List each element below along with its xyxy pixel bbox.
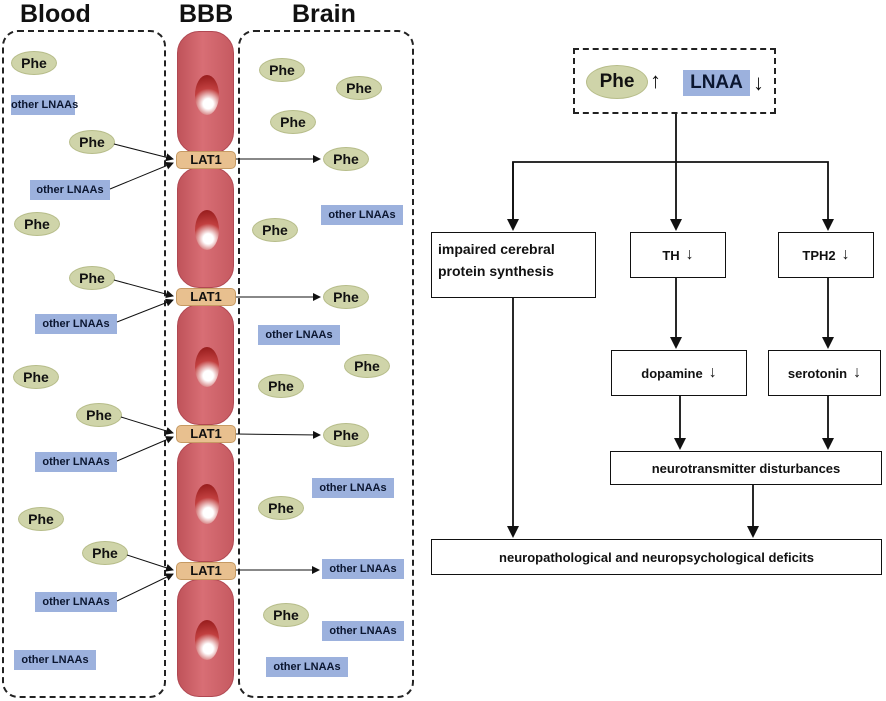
phe-molecule: Phe xyxy=(344,354,390,378)
tph2-label: TPH2 xyxy=(802,247,836,263)
phe-molecule: Phe xyxy=(69,266,115,290)
arrow-up-icon: ↑ xyxy=(650,68,661,93)
lat1-transporter: LAT1 xyxy=(176,425,236,443)
cell-nucleus xyxy=(195,484,219,524)
phe-molecule: Phe xyxy=(259,58,305,82)
phe-molecule: Phe xyxy=(76,403,122,427)
tph2-box: TPH2 ↓ xyxy=(778,232,874,278)
phe-molecule: Phe xyxy=(13,365,59,389)
serotonin-label: serotonin xyxy=(787,365,848,381)
brain-header: Brain xyxy=(292,0,356,28)
lnaa-molecule: other LNAAs xyxy=(35,592,117,612)
phe-molecule: Phe xyxy=(69,130,115,154)
lat1-transporter: LAT1 xyxy=(176,562,236,580)
endothelial-cell xyxy=(177,304,234,425)
cell-nucleus xyxy=(195,75,219,115)
deficits-box: neuropathological and neuropsychological… xyxy=(431,539,882,575)
impaired-line-1: impaired cerebral xyxy=(438,241,555,257)
phe-molecule: Phe xyxy=(82,541,128,565)
phe-molecule: Phe xyxy=(336,76,382,100)
phe-molecule: Phe xyxy=(258,496,304,520)
cell-nucleus xyxy=(195,210,219,250)
arrow-down-icon: ↓ xyxy=(708,364,717,381)
phe-molecule: Phe xyxy=(263,603,309,627)
th-label: TH xyxy=(662,247,680,263)
arrow-down-icon: ↓ xyxy=(853,364,862,381)
serotonin-box: serotonin ↓ xyxy=(768,350,881,396)
neurotransmitter-disturbances-box: neurotransmitter disturbances xyxy=(610,451,882,485)
phe-lnaa-summary-box xyxy=(573,48,776,114)
phe-molecule: Phe xyxy=(270,110,316,134)
arrow-down-icon: ↓ xyxy=(685,246,694,263)
lnaa-molecule: other LNAAs xyxy=(321,205,403,225)
phe-molecule: Phe xyxy=(323,285,369,309)
cell-nucleus xyxy=(195,347,219,387)
endothelial-cell xyxy=(177,441,234,562)
lnaa-molecule: other LNAAs xyxy=(266,657,348,677)
lnaa-molecule: other LNAAs xyxy=(322,621,404,641)
phe-molecule: Phe xyxy=(18,507,64,531)
endothelial-cell xyxy=(177,579,234,697)
phe-molecule: Phe xyxy=(14,212,60,236)
impaired-line-2: protein synthesis xyxy=(438,263,554,279)
th-box: TH ↓ xyxy=(630,232,726,278)
lnaa-molecule: other LNAAs xyxy=(258,325,340,345)
lnaa-molecule: other LNAAs xyxy=(14,650,96,670)
lnaa-molecule: other LNAAs xyxy=(30,180,110,200)
brain-region xyxy=(238,30,414,698)
dopamine-label: dopamine xyxy=(641,365,703,381)
blood-header: Blood xyxy=(20,0,91,28)
phe-molecule: Phe xyxy=(323,423,369,447)
phe-elevated-ellipse: Phe xyxy=(586,65,648,99)
phe-molecule: Phe xyxy=(323,147,369,171)
lnaa-molecule: other LNAAs xyxy=(35,452,117,472)
dopamine-box: dopamine ↓ xyxy=(611,350,747,396)
blood-region xyxy=(2,30,166,698)
lnaa-molecule: other LNAAs xyxy=(35,314,117,334)
lnaa-reduced-label: LNAA xyxy=(683,70,750,96)
bbb-header: BBB xyxy=(179,0,234,28)
arrow-down-icon: ↓ xyxy=(841,246,850,263)
endothelial-cell xyxy=(177,31,234,154)
endothelial-cell xyxy=(177,167,234,288)
lnaa-molecule: other LNAAs xyxy=(312,478,394,498)
lat1-transporter: LAT1 xyxy=(176,151,236,169)
lnaa-molecule: other LNAAs xyxy=(322,559,404,579)
lnaa-molecule: other LNAAs xyxy=(11,95,78,115)
phe-molecule: Phe xyxy=(11,51,57,75)
lat1-transporter: LAT1 xyxy=(176,288,236,306)
cell-nucleus xyxy=(195,620,219,660)
phe-molecule: Phe xyxy=(252,218,298,242)
arrow-down-icon: ↓ xyxy=(753,70,764,95)
impaired-protein-synthesis-box: impaired cerebral protein synthesis xyxy=(431,232,596,298)
phe-molecule: Phe xyxy=(258,374,304,398)
